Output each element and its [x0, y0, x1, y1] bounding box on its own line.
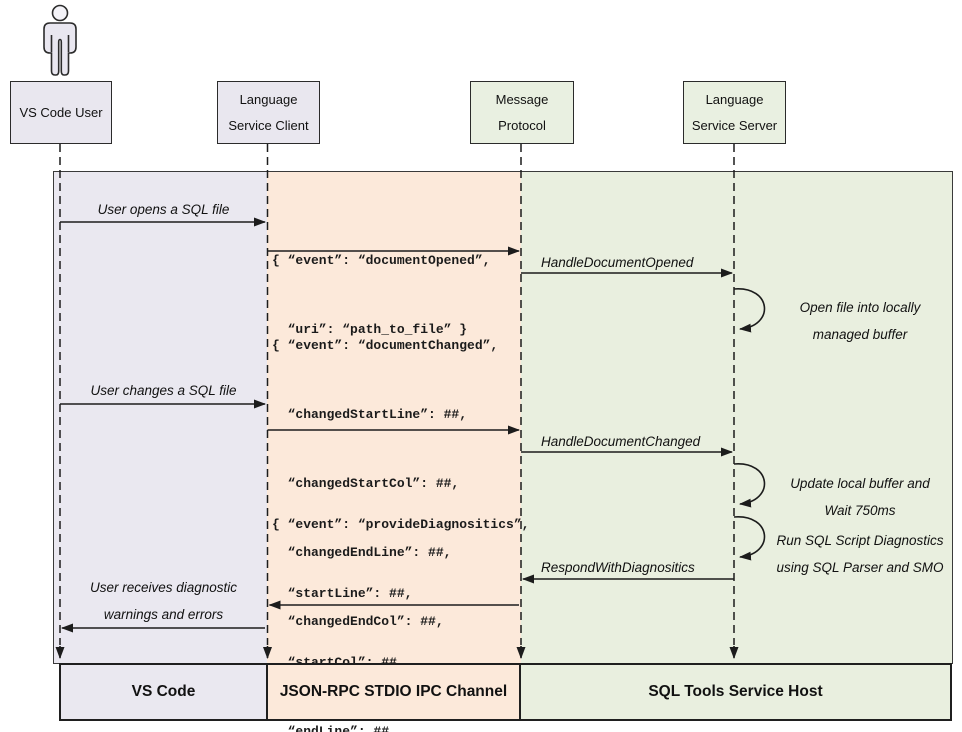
- message-label-line: User receives diagnostic: [89, 580, 238, 595]
- host-lane-band: [521, 171, 952, 663]
- ipc-lane-band: [267, 171, 521, 663]
- note-line: using SQL Parser and SMO: [776, 560, 944, 575]
- self-loop-update-buffer: [733, 463, 766, 508]
- payload-document-opened: { “event”: “documentOpened”, “uri”: “pat…: [272, 203, 490, 387]
- note-run-diagnostics: Run SQL Script Diagnostics using SQL Par…: [762, 527, 958, 581]
- lane-label: VS Code: [131, 683, 196, 700]
- actor-label: Service Server: [691, 117, 778, 133]
- lane-label: JSON-RPC STDIO IPC Channel: [279, 683, 508, 700]
- actor-label: Protocol: [498, 117, 546, 133]
- actor-label: Language: [705, 91, 764, 107]
- note-line: Update local buffer and: [790, 476, 930, 491]
- actor-label: VS Code User: [19, 104, 103, 120]
- payload-provide-diagnostics: { “event”: “provideDiagnositics”, “start…: [272, 467, 529, 732]
- note-update-buffer-wait: Update local buffer and Wait 750ms: [762, 470, 958, 524]
- note-line: Wait 750ms: [824, 503, 896, 518]
- person-actor-icon: [43, 4, 77, 76]
- message-label-user-receives: User receives diagnostic warnings and er…: [60, 574, 267, 628]
- payload-line: “changedStartLine”: ##,: [272, 407, 468, 422]
- payload-line: “startLine”: ##,: [272, 586, 413, 601]
- vscode-lane-band: [53, 171, 267, 663]
- payload-line: “changedEndCol”: ##,: [272, 614, 444, 629]
- self-loop-open-file: [733, 288, 766, 333]
- self-loop-run-diagnostics: [733, 516, 766, 561]
- message-label-handle-document-opened: HandleDocumentOpened: [541, 255, 694, 270]
- payload-line: “changedStartCol”: ##,: [272, 476, 460, 491]
- payload-document-changed: { “event”: “documentChanged”, “changedSt…: [272, 288, 522, 732]
- actor-label: Message: [495, 91, 549, 107]
- message-label-user-opens: User opens a SQL file: [97, 202, 230, 217]
- message-label-line: warnings and errors: [103, 607, 224, 622]
- lane-box-vscode: VS Code: [59, 663, 268, 721]
- note-open-file-buffer: Open file into locally managed buffer: [762, 294, 958, 348]
- note-line: Run SQL Script Diagnostics: [776, 533, 944, 548]
- message-label-respond-with-diagnostics: RespondWithDiagnositics: [541, 560, 695, 575]
- payload-line: “endLine”: ##,: [272, 724, 397, 732]
- payload-line: { “event”: “documentOpened”,: [272, 253, 491, 268]
- payload-line: { “event”: “documentChanged”,: [272, 338, 499, 353]
- actor-box-message-protocol: Message Protocol: [470, 81, 574, 144]
- actor-box-language-service-server: Language Service Server: [683, 81, 786, 144]
- payload-line: { “event”: “provideDiagnositics”,: [272, 517, 530, 532]
- lane-box-sql-tools-service-host: SQL Tools Service Host: [519, 663, 952, 721]
- payload-line: “uri”: “path_to_file” }: [272, 322, 468, 337]
- lane-box-json-rpc-channel: JSON-RPC STDIO IPC Channel: [266, 663, 521, 721]
- actor-box-vscode-user: VS Code User: [10, 81, 112, 144]
- payload-line: “changedEndLine”: ##,: [272, 545, 452, 560]
- note-line: managed buffer: [812, 327, 908, 342]
- lane-label: SQL Tools Service Host: [648, 683, 823, 700]
- message-label-handle-document-changed: HandleDocumentChanged: [541, 434, 701, 449]
- message-label-user-changes: User changes a SQL file: [90, 383, 237, 398]
- note-line: Open file into locally: [799, 300, 921, 315]
- actor-label: Language: [239, 91, 298, 107]
- actor-box-language-service-client: Language Service Client: [217, 81, 320, 144]
- actor-label: Service Client: [228, 117, 309, 133]
